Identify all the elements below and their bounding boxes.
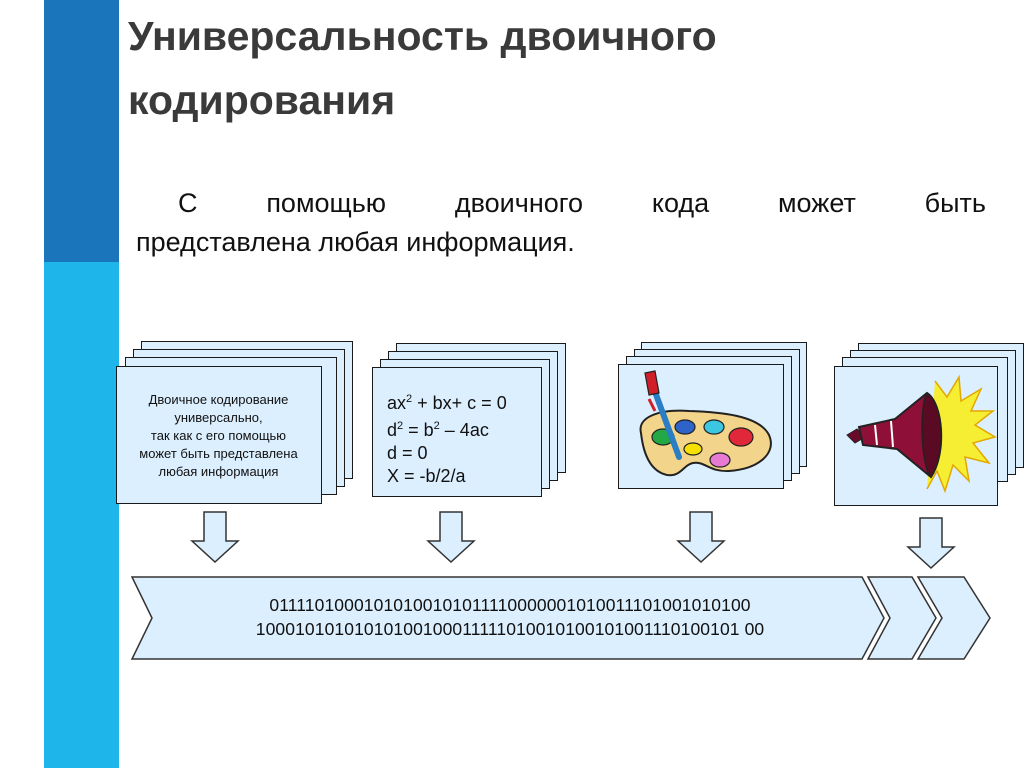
text-card-line: любая информация	[158, 464, 279, 479]
palette-card	[618, 364, 784, 489]
down-arrow-icon	[906, 517, 956, 569]
down-arrow-icon	[190, 511, 240, 563]
intro-word: быть	[924, 188, 986, 218]
intro-word: С	[178, 188, 198, 218]
paint-palette-icon	[639, 370, 772, 477]
formula-line2: d2 = b2 – 4ac	[387, 420, 489, 440]
slide-title: Универсальность двоичного кодирования	[128, 4, 988, 132]
sound-card	[834, 366, 998, 506]
formula-line3: d = 0	[387, 443, 428, 463]
binary-line2: 1000101010101010010001111101001010010100…	[255, 619, 765, 639]
text-card-line: так как с его помощью	[150, 428, 287, 443]
slide-title-line1: Универсальность двоичного	[128, 13, 717, 59]
intro-word: может	[777, 188, 856, 218]
down-arrow-icon	[676, 511, 726, 563]
formula-card: ax2 + bx+ c = 0 d2 = b2 – 4ac d = 0 X = …	[372, 367, 542, 497]
left-stripe-dark	[44, 0, 119, 262]
slide-title-line2: кодирования	[128, 77, 396, 123]
intro-line2: представлена любая информация.	[136, 227, 575, 257]
text-card-line: может быть представлена	[139, 446, 298, 461]
left-stripe-light	[44, 262, 119, 768]
formula-line1: ax2 + bx+ c = 0	[387, 393, 507, 413]
intro-word: двоичного	[454, 188, 584, 218]
text-card-line: универсально,	[174, 410, 263, 425]
binary-code: 0111101000101010010101111000000101001110…	[150, 593, 870, 641]
text-card-line: Двоичное кодирование	[148, 392, 289, 407]
intro-word: кода	[651, 188, 710, 218]
intro-line1: С помощью двоичного кода может быть	[136, 184, 986, 223]
binary-line1: 0111101000101010010101111000000101001110…	[269, 595, 751, 615]
intro-word: помощью	[266, 188, 387, 218]
formula-text: ax2 + bx+ c = 0 d2 = b2 – 4ac d = 0 X = …	[387, 388, 507, 488]
text-card: Двоичное кодирование универсально, так к…	[116, 366, 322, 504]
text-card-content: Двоичное кодирование универсально, так к…	[117, 391, 320, 481]
formula-line4: X = -b/2/a	[387, 466, 466, 486]
loudspeaker-icon	[846, 374, 997, 494]
intro-paragraph: С помощью двоичного кода может быть пред…	[136, 184, 986, 262]
down-arrow-icon	[426, 511, 476, 563]
